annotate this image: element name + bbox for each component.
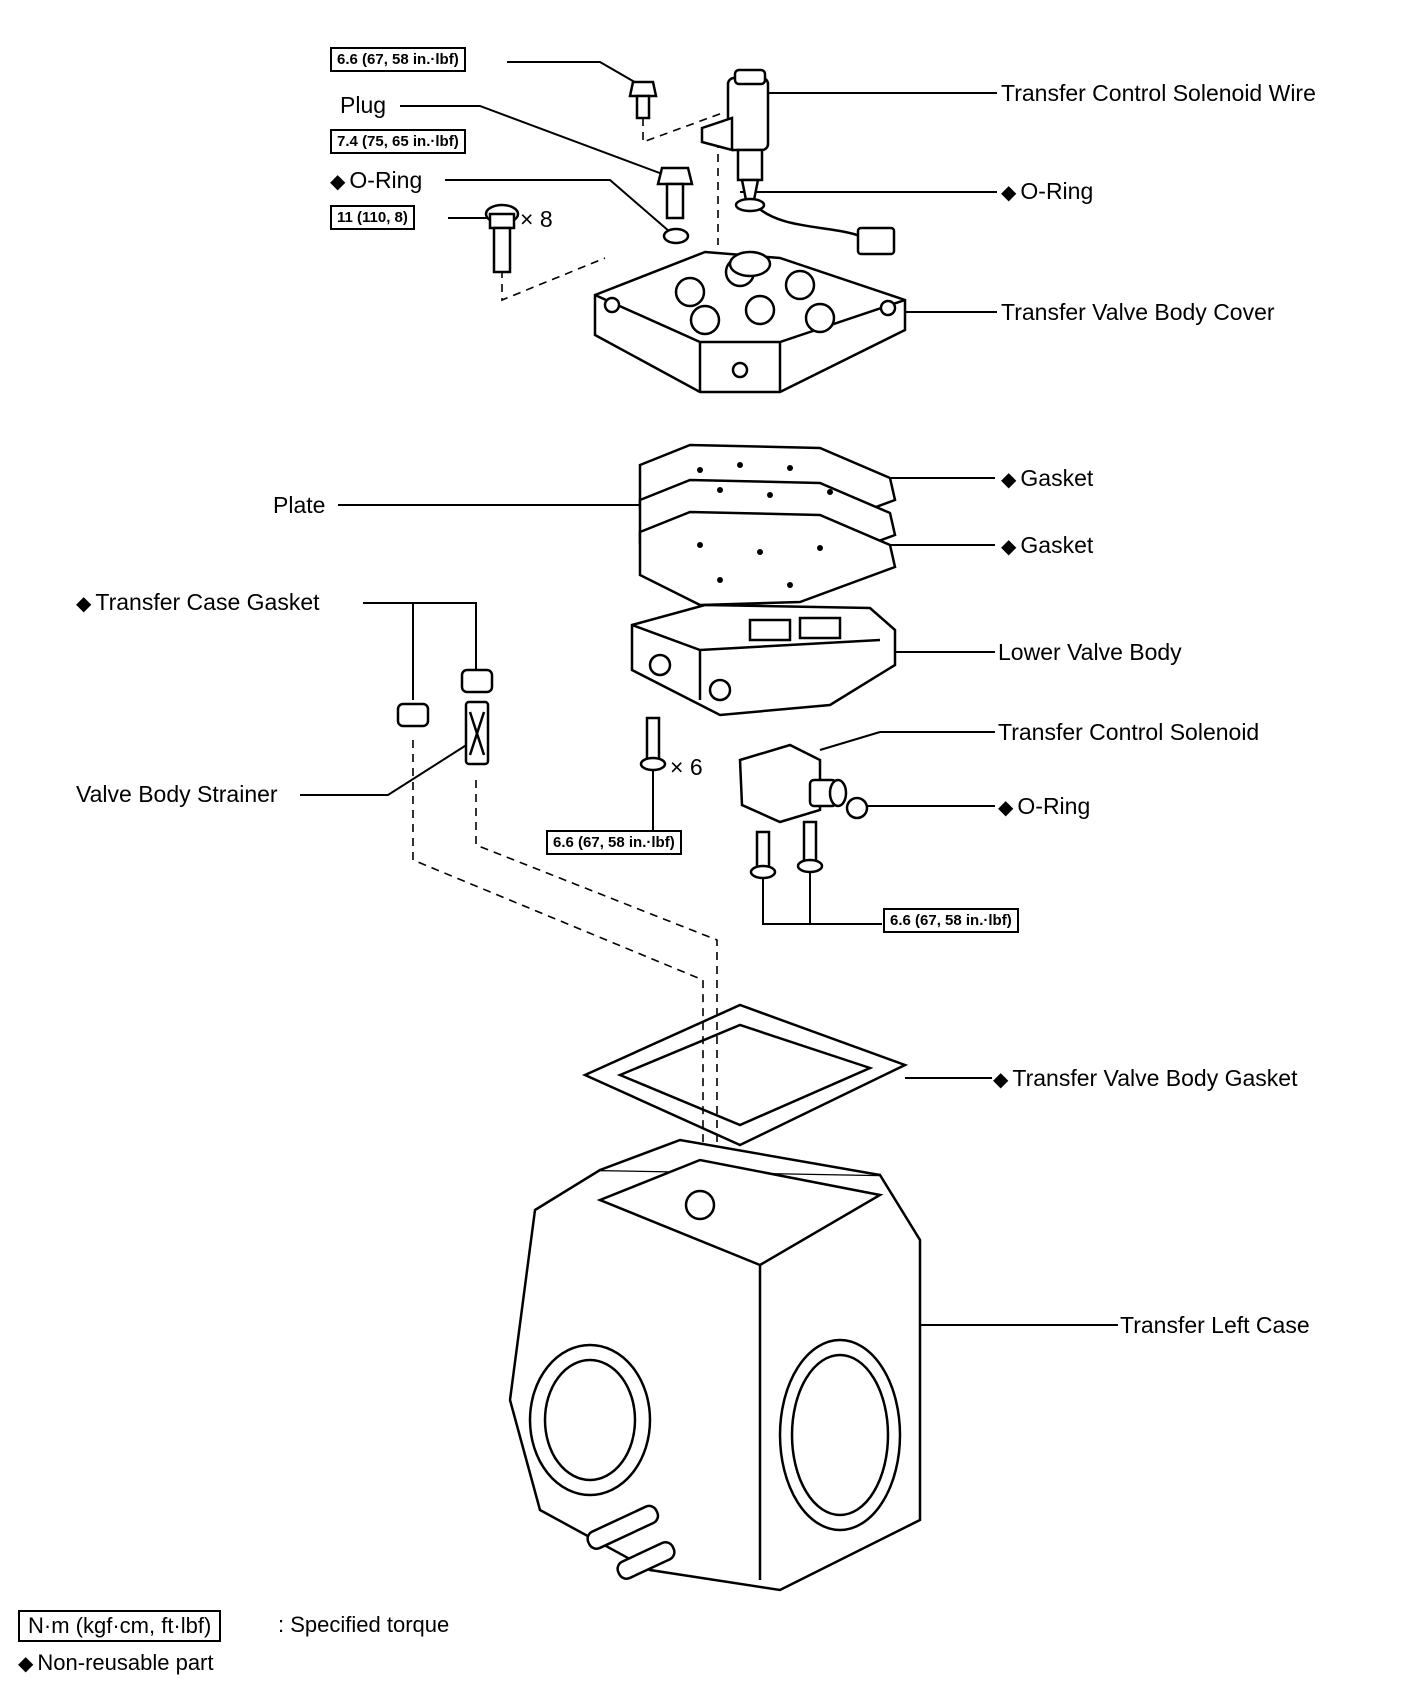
leader-strainer xyxy=(300,743,469,796)
solenoid-bolts-part xyxy=(749,820,824,880)
case-gasket-parts xyxy=(396,668,494,766)
label-text: Gasket xyxy=(1020,465,1094,491)
non-reusable-diamond-icon: ◆ xyxy=(18,1653,34,1675)
solenoid-part xyxy=(738,743,869,824)
label-gasket-upper: ◆Gasket xyxy=(1001,465,1094,491)
label-plate: Plate xyxy=(273,492,326,518)
non-reusable-diamond-icon: ◆ xyxy=(1001,536,1017,558)
dash-case-gasket-right xyxy=(475,780,718,1200)
leader-case-gasket xyxy=(363,602,477,670)
non-reusable-diamond-icon: ◆ xyxy=(1001,469,1017,491)
label-text: Transfer Valve Body Gasket xyxy=(1012,1065,1298,1091)
cover-bolt xyxy=(628,80,658,120)
plug-part xyxy=(656,166,694,245)
legend-torque-desc: : Specified torque xyxy=(278,1612,450,1637)
label-text: O-Ring xyxy=(1020,178,1094,204)
label-text: O-Ring xyxy=(1017,793,1091,819)
non-reusable-diamond-icon: ◆ xyxy=(993,1069,1009,1091)
torque-cover-bolt: 6.6 (67, 58 in.·lbf) xyxy=(330,47,466,72)
quantity-x8: × 8 xyxy=(520,206,553,232)
label-oring-left: ◆O-Ring xyxy=(330,167,423,193)
label-gasket-lower: ◆Gasket xyxy=(1001,532,1094,558)
non-reusable-diamond-icon: ◆ xyxy=(1001,182,1017,204)
label-oring-solenoid: ◆O-Ring xyxy=(998,793,1091,819)
label-valve-body-gasket: ◆Transfer Valve Body Gasket xyxy=(993,1065,1298,1091)
torque-lower-body-bolt: 6.6 (67, 58 in.·lbf) xyxy=(546,830,682,855)
leader-oring-left xyxy=(445,179,671,233)
legend-text: Non-reusable part xyxy=(37,1650,214,1675)
torque-plug: 7.4 (75, 65 in.·lbf) xyxy=(330,129,466,154)
torque-bolt-x8: 11 (110, 8) xyxy=(330,205,415,230)
label-oring-right: ◆O-Ring xyxy=(1001,178,1094,204)
transfer-left-case-part xyxy=(508,1138,922,1592)
lower-valve-body-part xyxy=(630,603,897,717)
legend-non-reusable: ◆Non-reusable part xyxy=(18,1650,214,1675)
legend-torque-box: N·m (kgf·cm, ft·lbf) xyxy=(18,1610,222,1643)
lower-body-bolt-part xyxy=(639,716,667,772)
label-left-case: Transfer Left Case xyxy=(1120,1312,1310,1338)
non-reusable-diamond-icon: ◆ xyxy=(76,593,92,615)
quantity-x6: × 6 xyxy=(670,754,703,780)
dash-cover-bolt xyxy=(642,111,726,144)
label-plug: Plug xyxy=(340,92,387,118)
valve-body-cover-part xyxy=(593,250,907,394)
leader-solenoid-bolts xyxy=(762,870,882,925)
label-solenoid-wire: Transfer Control Solenoid Wire xyxy=(1001,80,1316,106)
label-text: Gasket xyxy=(1020,532,1094,558)
label-valve-body-cover: Transfer Valve Body Cover xyxy=(1001,299,1275,325)
solenoid-wire-part xyxy=(700,68,896,256)
label-transfer-case-gasket: ◆Transfer Case Gasket xyxy=(76,589,320,615)
bolt-x8-part xyxy=(484,203,520,274)
label-valve-body-strainer: Valve Body Strainer xyxy=(76,781,278,807)
valve-body-gasket-part xyxy=(581,1003,909,1147)
non-reusable-diamond-icon: ◆ xyxy=(998,797,1014,819)
leader-solenoid xyxy=(819,731,881,751)
gasket-plate-stack xyxy=(638,443,897,607)
leader-plug xyxy=(400,105,666,176)
label-lower-valve-body: Lower Valve Body xyxy=(998,639,1182,665)
torque-solenoid-bolt: 6.6 (67, 58 in.·lbf) xyxy=(883,908,1019,933)
dash-bolt-x8 xyxy=(501,257,606,302)
label-solenoid: Transfer Control Solenoid xyxy=(998,719,1260,745)
gasket-holes xyxy=(697,462,833,588)
non-reusable-diamond-icon: ◆ xyxy=(330,171,346,193)
label-text: O-Ring xyxy=(349,167,423,193)
leader-cover-bolt xyxy=(507,61,639,85)
label-text: Transfer Case Gasket xyxy=(95,589,320,615)
